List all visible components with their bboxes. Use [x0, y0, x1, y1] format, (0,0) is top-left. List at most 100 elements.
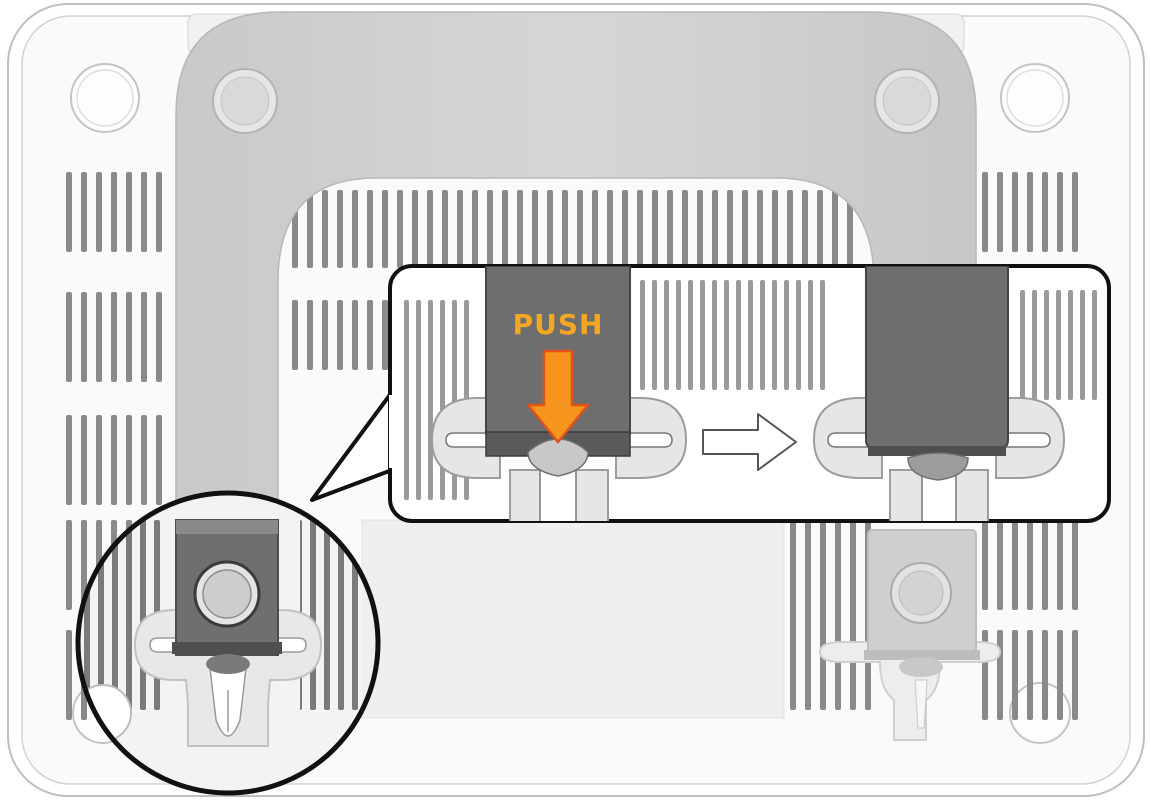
vent-slot [712, 190, 718, 268]
vent-slot [802, 190, 808, 268]
vent-slot [382, 300, 388, 370]
vent-slot [111, 415, 117, 505]
vent-slot [66, 630, 72, 720]
vent-slot [66, 292, 72, 382]
magnifier-circle-icon [75, 490, 381, 796]
vent-slot [412, 190, 418, 268]
vent-slot [96, 172, 102, 252]
vent-slot [126, 172, 132, 252]
vent-slot [1027, 630, 1033, 720]
vent-slot [592, 190, 598, 268]
vent-slot [96, 292, 102, 382]
vent-slot [982, 520, 988, 610]
vent-slot [997, 520, 1003, 610]
vent-slot [367, 300, 373, 370]
vent-slot [322, 300, 328, 370]
push-arrow-icon [526, 349, 590, 444]
vent-slot [397, 190, 403, 268]
detail-callout: PUSH [310, 264, 1111, 523]
vent-slot [337, 190, 343, 268]
vent-slot [532, 190, 538, 268]
vent-slot [307, 190, 313, 268]
vent-slot [1012, 520, 1018, 610]
vent-slot [66, 520, 72, 610]
vent-slot [472, 190, 478, 268]
callout-vents [404, 280, 1097, 500]
vent-slot [805, 520, 811, 710]
vent-slot [1012, 172, 1018, 252]
vent-slot [96, 415, 102, 505]
vent-slot [292, 300, 298, 370]
vent-slot [1012, 630, 1018, 720]
vent-slot [502, 190, 508, 268]
vent-slot [1042, 172, 1048, 252]
left-keyhole-mount [78, 493, 378, 793]
vent-slot [997, 630, 1003, 720]
vent-slot [847, 190, 853, 268]
vent-slot [141, 292, 147, 382]
vent-slot [820, 520, 826, 710]
step-two-keyhole [812, 266, 1066, 521]
vent-slot [111, 172, 117, 252]
vent-slot [607, 190, 613, 268]
stand-screws [212, 68, 940, 134]
vent-slot [111, 292, 117, 382]
push-label: PUSH [513, 308, 604, 341]
vent-slot [757, 190, 763, 268]
vent-slot [982, 172, 988, 252]
vent-slot [126, 415, 132, 505]
step-one-keyhole [430, 266, 688, 521]
vent-slot [577, 190, 583, 268]
vent-slot [322, 190, 328, 268]
vent-slot [367, 190, 373, 268]
vent-slot [697, 190, 703, 268]
vent-slot [667, 190, 673, 268]
vent-slot [547, 190, 553, 268]
vent-slot [487, 190, 493, 268]
vent-slot [652, 190, 658, 268]
right-keyhole-mount [818, 529, 1002, 741]
vent-slot [622, 190, 628, 268]
vent-slot [81, 415, 87, 505]
vent-slot [81, 520, 87, 610]
vent-slot [727, 190, 733, 268]
vent-slot [1057, 172, 1063, 252]
vent-slot [337, 300, 343, 370]
vent-slot [790, 520, 796, 710]
vent-slot [352, 190, 358, 268]
vent-slot [562, 190, 568, 268]
vent-slot [1057, 520, 1063, 610]
vent-slot [382, 190, 388, 268]
vent-slot [1072, 520, 1078, 610]
vent-slot [682, 190, 688, 268]
vent-slot [742, 190, 748, 268]
vent-slot [81, 172, 87, 252]
vent-slot [787, 190, 793, 268]
vent-slot [832, 190, 838, 268]
vent-slot [637, 190, 643, 268]
vent-slot [307, 300, 313, 370]
vent-slot [1072, 630, 1078, 720]
vent-slot [141, 415, 147, 505]
vent-slot [517, 190, 523, 268]
vent-slot [997, 172, 1003, 252]
vent-slot [66, 415, 72, 505]
vent-slot [81, 292, 87, 382]
vent-slot [156, 172, 162, 252]
vent-slot [1057, 630, 1063, 720]
vent-slot [850, 520, 856, 710]
vent-slot [1027, 520, 1033, 610]
vent-slot [66, 172, 72, 252]
vent-slot [1042, 630, 1048, 720]
vent-slot [457, 190, 463, 268]
vent-slot [817, 190, 823, 268]
vent-slot [442, 190, 448, 268]
vent-slot [1027, 172, 1033, 252]
vent-slot [427, 190, 433, 268]
vent-slot [835, 520, 841, 710]
vent-slot [1072, 172, 1078, 252]
label-area [361, 519, 785, 719]
vent-slot [772, 190, 778, 268]
vent-slot [141, 172, 147, 252]
